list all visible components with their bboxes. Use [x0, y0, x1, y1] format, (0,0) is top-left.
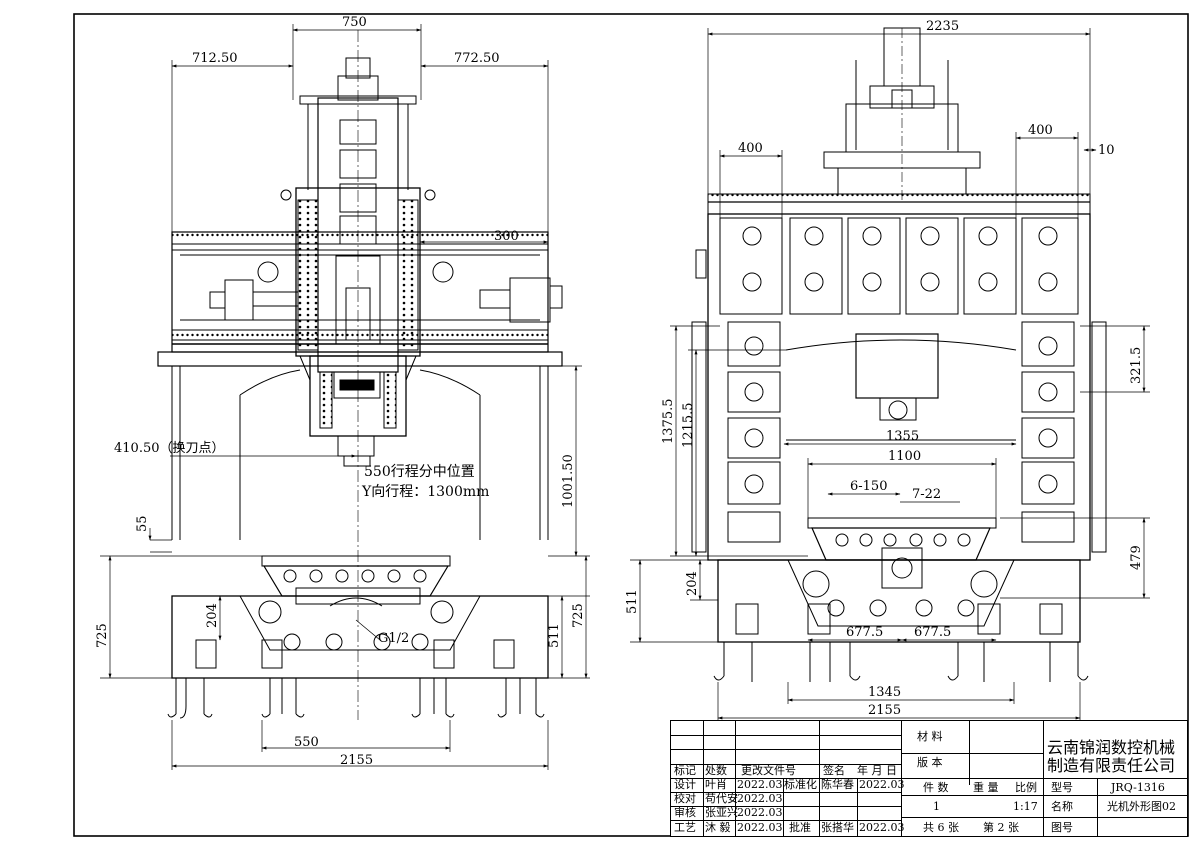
dim-side-bottom-inner: 1345	[868, 685, 901, 700]
dim-side-right-400: 400	[1028, 123, 1053, 138]
qty-label: 件 数	[923, 781, 949, 794]
version-label: 版 本	[917, 756, 943, 769]
company-name: 云南锦润数控机械 制造有限责任公司	[1047, 739, 1175, 775]
dim-front-inner-204: 204	[205, 603, 220, 628]
front-dimension-labels: 750 712.50 772.50 300 410.50（换刀点） 550行程分…	[95, 15, 586, 768]
row2-name: 苟代安	[705, 792, 738, 805]
dim-side-bottom-total: 2155	[868, 703, 901, 718]
dim-side-left-204: 204	[685, 571, 700, 596]
dim-front-left-725: 725	[95, 623, 110, 648]
row4-role2: 批准	[789, 821, 811, 834]
dim-side-half-left: 677.5	[846, 625, 883, 640]
row3-name: 张亚兴	[705, 806, 738, 819]
sheets-total: 共 6 张	[923, 821, 959, 834]
dim-side-right-10: 10	[1098, 143, 1115, 158]
row4-role: 工艺	[674, 821, 696, 834]
header-mark: 标记	[674, 764, 696, 777]
dim-side-slots-6-150: 6-150	[850, 479, 887, 494]
dim-front-top-left: 712.50	[192, 51, 238, 66]
side-view	[691, 27, 1107, 682]
drawing-no-label: 图号	[1051, 821, 1073, 834]
side-dimension-labels: 2235 400 400 10 321.5 1375.5 1215.5 1355…	[625, 19, 1144, 718]
dim-side-width-1100: 1100	[888, 449, 921, 464]
label-front-slot: G1/2	[378, 631, 409, 646]
dim-front-right-height: 1001.50	[561, 454, 576, 508]
row1-role2: 标准化	[784, 778, 817, 791]
sheet-number: 第 2 张	[983, 821, 1019, 834]
header-count: 处数	[705, 764, 727, 777]
row4-date: 2022.03	[737, 821, 783, 834]
dim-side-left-1375: 1375.5	[661, 399, 676, 445]
name-value: 光机外形图02	[1107, 800, 1176, 813]
side-dimensions	[630, 28, 1150, 722]
row1-role: 设计	[674, 778, 696, 791]
dim-front-top-total: 750	[342, 15, 367, 30]
dim-front-inner-top: 300	[494, 229, 519, 244]
row2-date: 2022.03	[737, 792, 783, 805]
dim-side-top-total: 2235	[926, 19, 959, 34]
dim-front-left-55: 55	[135, 515, 150, 532]
scale-value: 1:17	[1013, 800, 1038, 813]
qty-value: 1	[933, 800, 940, 813]
dim-front-top-right: 772.50	[454, 51, 500, 66]
row1-name2: 陈华春	[821, 778, 854, 791]
company-line2: 制造有限责任公司	[1047, 756, 1176, 775]
front-dimensions	[100, 24, 590, 770]
dim-side-left-400: 400	[738, 141, 763, 156]
row3-role: 审核	[674, 806, 696, 819]
weight-label: 重 量	[973, 781, 999, 794]
dim-front-tool-change: 410.50（换刀点）	[114, 441, 225, 456]
dim-side-left-511: 511	[625, 589, 640, 614]
sheet-border	[73, 13, 1189, 837]
row3-date: 2022.03	[737, 806, 783, 819]
note-y-travel: Y向行程：1300mm	[361, 484, 489, 500]
dim-side-right-479: 479	[1129, 545, 1144, 570]
material-label: 材 料	[917, 730, 943, 743]
dim-side-left-1215: 1215.5	[681, 403, 696, 449]
company-line1: 云南锦润数控机械	[1047, 738, 1176, 757]
scale-label: 比例	[1015, 781, 1037, 794]
row4-name2: 张搭华	[821, 821, 854, 834]
note-travel-center: 550行程分中位置	[364, 464, 475, 480]
dim-side-right-321: 321.5	[1129, 347, 1144, 384]
row1-date2: 2022.03	[859, 778, 905, 791]
title-block: 材 料 版 本 云南锦润数控机械 制造有限责任公司 标记 处数 更改文件号 签名…	[670, 720, 1188, 837]
dim-front-bottom-inner: 550	[294, 735, 319, 750]
header-signature: 签名	[823, 764, 845, 777]
dim-front-right-725: 725	[571, 603, 586, 628]
dim-side-slots-7-22: 7-22	[912, 487, 941, 502]
dim-side-width-1355: 1355	[886, 429, 919, 444]
name-label: 名称	[1051, 800, 1073, 813]
dim-front-bottom-total: 2155	[340, 753, 373, 768]
row1-date: 2022.03	[737, 778, 783, 791]
row1-name: 叶肖	[705, 778, 727, 791]
front-view	[157, 30, 563, 720]
model-value: JRQ-1316	[1111, 781, 1165, 794]
header-date: 年 月 日	[857, 764, 897, 777]
row4-name: 沐 毅	[705, 821, 731, 834]
model-label: 型号	[1051, 781, 1073, 794]
dim-front-right-511: 511	[547, 623, 562, 648]
dim-side-half-right: 677.5	[914, 625, 951, 640]
row4-date2: 2022.03	[859, 821, 905, 834]
row2-role: 校对	[674, 792, 696, 805]
header-change-doc: 更改文件号	[741, 764, 796, 777]
